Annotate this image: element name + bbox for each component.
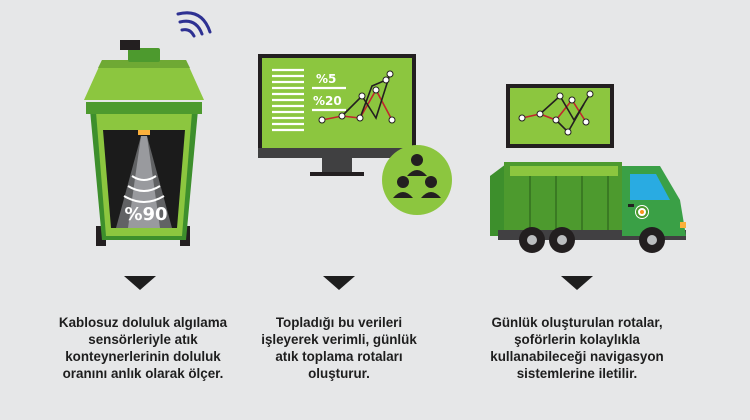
caption-line: kullanabileceği navigasyon [490,349,664,364]
caption-line: sensörleriyle atık [88,332,198,347]
step-caption-sensors: Kablosuz doluluk algılama sensörleriyle … [28,314,258,382]
smart-bin [84,40,204,246]
caption-line: oranını anlık olarak ölçer. [62,366,224,381]
monitor-label-top: %5 [316,72,337,86]
navigation-screen [506,84,614,148]
wifi-icon [176,11,212,38]
caption-line: sistemlerine iletilir. [516,366,638,381]
caption-line: atık toplama rotaları [275,349,403,364]
caption-line: işleyerek verimli, günlük [261,332,417,347]
garbage-truck [490,162,686,253]
caption-line: Günlük oluşturulan rotalar, [491,315,663,330]
caption-line: şoförlerin kolaylıkla [514,332,640,347]
bin-fill-percentage: %90 [124,204,168,225]
step-arrow-2 [323,276,355,290]
caption-line: Kablosuz doluluk algılama [58,315,228,330]
monitor [258,54,416,176]
step-arrow-3 [561,276,593,290]
caption-line: oluşturur. [308,366,370,381]
step-caption-processing: Topladığı bu verileri işleyerek verimli,… [224,314,454,382]
caption-line: Topladığı bu verileri [275,315,403,330]
step-arrow-1 [124,276,156,290]
monitor-line-graph [318,70,396,124]
people-group-icon [382,145,452,215]
monitor-label-bottom: %20 [313,94,342,108]
step-caption-navigation: Günlük oluşturulan rotalar, şoförlerin k… [462,314,692,382]
recycle-logo-icon [635,205,649,219]
caption-line: konteynerlerinin doluluk [65,349,221,364]
